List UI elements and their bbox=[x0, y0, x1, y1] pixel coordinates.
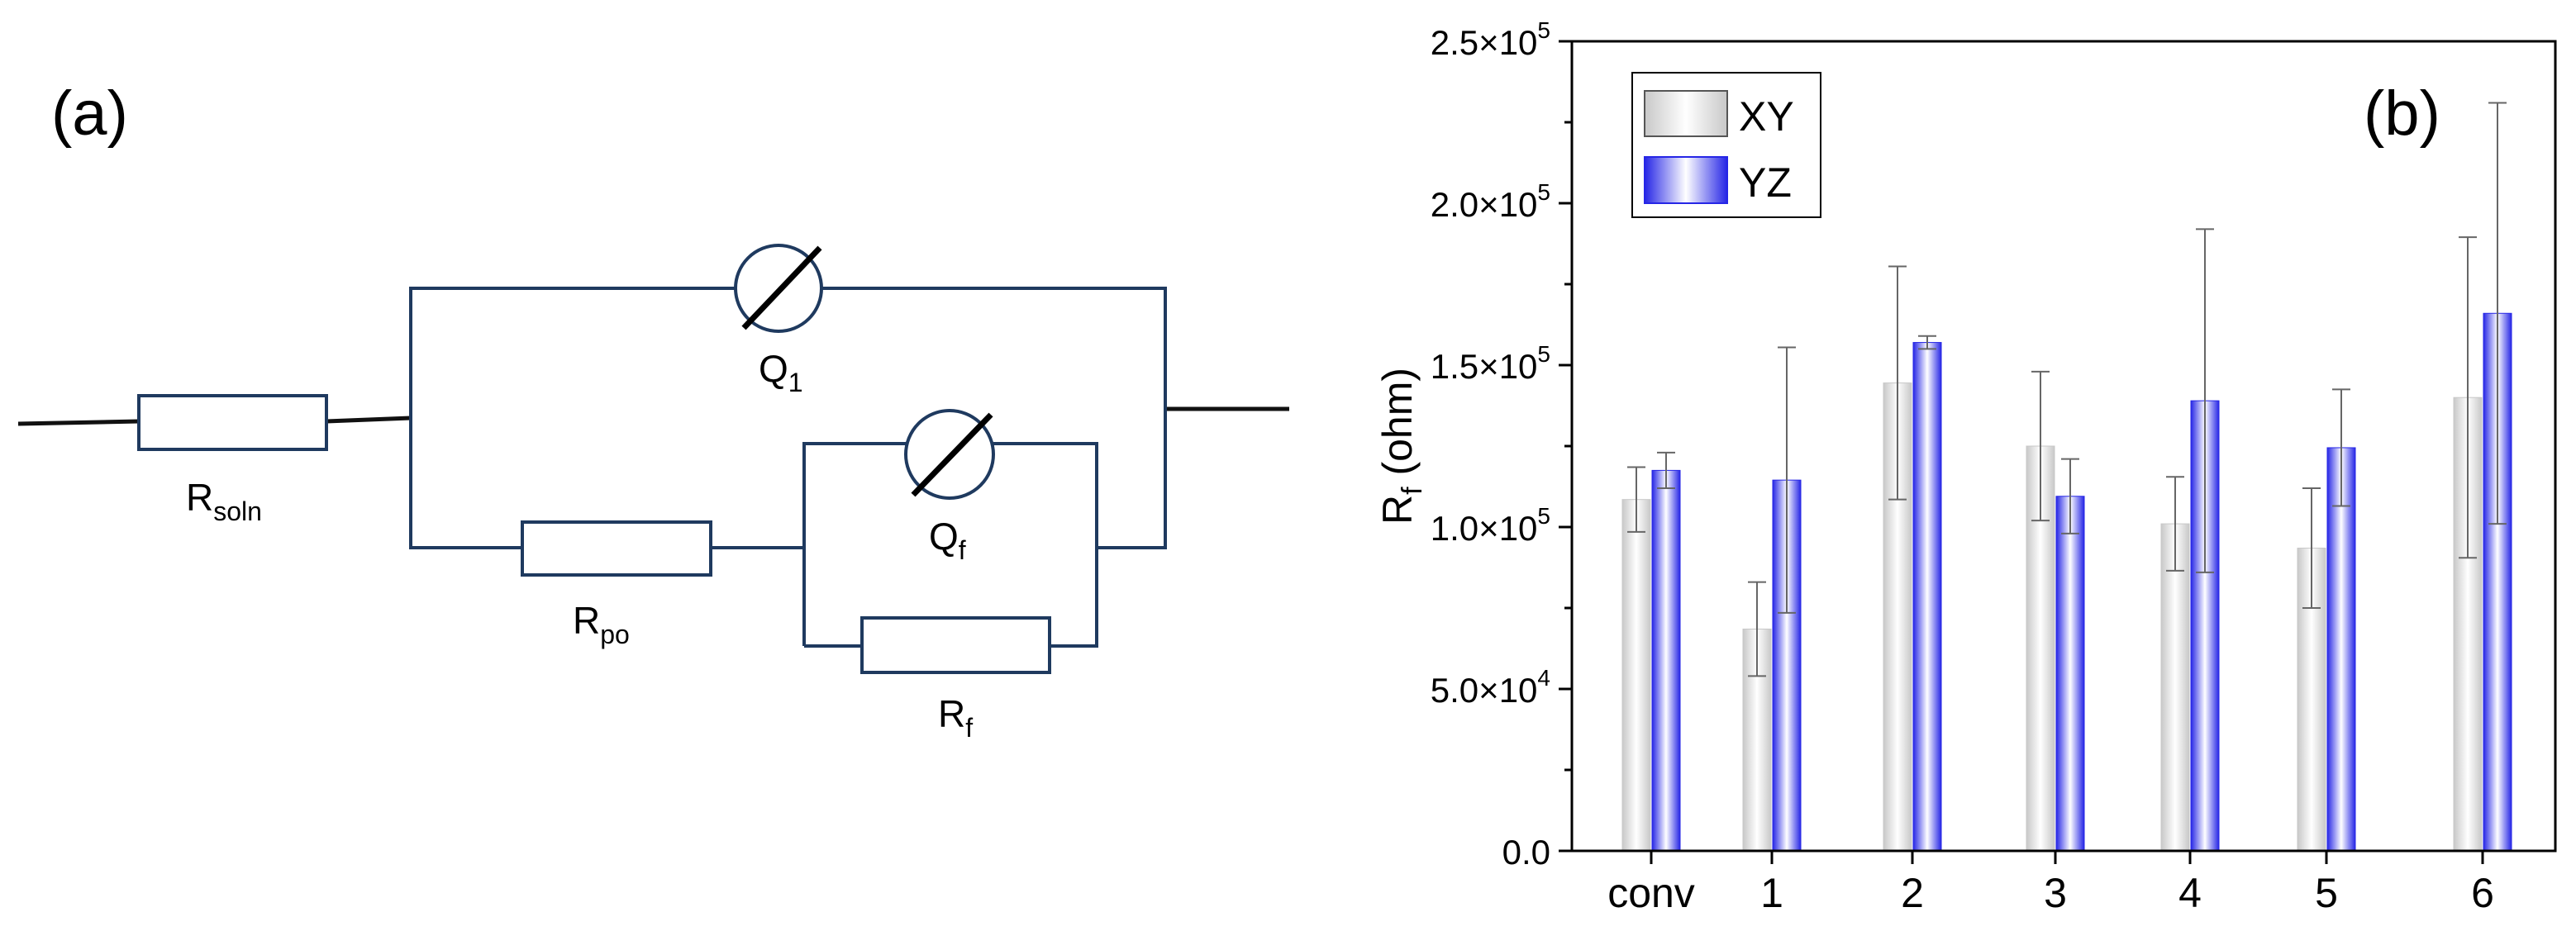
rf-sub: f bbox=[965, 713, 973, 743]
q1-main: Q bbox=[759, 347, 788, 390]
bar-xy-conv bbox=[1621, 499, 1651, 852]
r-soln-main: R bbox=[186, 476, 213, 519]
qf-label: Qf bbox=[929, 515, 966, 565]
y-tick-mantissa: 2.5×10 bbox=[1431, 23, 1538, 62]
error-bar-yz-4 bbox=[2196, 228, 2214, 573]
panel-a-tag: (a) bbox=[51, 78, 128, 149]
r-soln-label: Rsoln bbox=[186, 476, 262, 526]
y-tick-exponent: 5 bbox=[1537, 503, 1550, 529]
bar-yz-3 bbox=[2055, 496, 2085, 852]
bar-yz-2 bbox=[1912, 342, 1942, 852]
qf-main: Q bbox=[929, 515, 959, 558]
q1-label: Q1 bbox=[759, 347, 803, 397]
x-tick-label-2: 2 bbox=[1901, 870, 1924, 916]
panel-b-tag: (b) bbox=[2364, 78, 2440, 149]
y-tick-label: 2.5×105 bbox=[1431, 17, 1550, 62]
x-tick-label-5: 5 bbox=[2315, 870, 2338, 916]
error-bar-xy-6 bbox=[2459, 236, 2477, 559]
error-bar-xy-2 bbox=[1888, 265, 1907, 501]
y-tick-mantissa: 5.0×10 bbox=[1431, 671, 1538, 710]
error-bar-xy-conv bbox=[1627, 466, 1645, 533]
ylabel-sub: f bbox=[1397, 487, 1428, 495]
y-tick-label: 5.0×104 bbox=[1431, 665, 1550, 710]
q1-slash bbox=[741, 245, 822, 330]
x-tick-label-3: 3 bbox=[2044, 870, 2067, 916]
bar-xy-4 bbox=[2160, 523, 2190, 852]
x-tick-label-6: 6 bbox=[2471, 870, 2494, 916]
error-bars-layer bbox=[1627, 102, 2507, 677]
bar-yz-conv bbox=[1651, 469, 1681, 852]
x-tick-label-conv: conv bbox=[1607, 870, 1695, 916]
y-tick-label: 0.0 bbox=[1502, 833, 1550, 872]
top-branch-wire-right bbox=[822, 287, 1167, 549]
error-bar-xy-5 bbox=[2302, 487, 2321, 609]
bars-layer bbox=[1621, 312, 2512, 852]
q1-sub: 1 bbox=[788, 368, 803, 397]
legend: XY YZ bbox=[1631, 72, 1821, 218]
circuit-panel: (a) Rsoln Q1 Rpo Qf Rf bbox=[17, 78, 1289, 743]
y-axis-title: Rf (ohm) bbox=[1374, 368, 1428, 525]
y-tick-exponent: 5 bbox=[1537, 179, 1550, 205]
lead-left-wire bbox=[17, 419, 140, 426]
error-bar-xy-1 bbox=[1748, 581, 1766, 677]
r-soln-sub: soln bbox=[213, 496, 262, 526]
qf-slash bbox=[911, 412, 993, 497]
ylabel-rest: (ohm) bbox=[1374, 368, 1421, 487]
error-bar-yz-1 bbox=[1778, 346, 1796, 614]
error-bar-yz-5 bbox=[2332, 388, 2350, 507]
rf-main: R bbox=[938, 692, 965, 735]
ylabel-main: R bbox=[1374, 495, 1421, 525]
error-bar-yz-2 bbox=[1918, 335, 1936, 350]
legend-label-yz: YZ bbox=[1739, 159, 1792, 206]
error-bar-yz-conv bbox=[1657, 451, 1675, 489]
error-bar-xy-4 bbox=[2166, 476, 2184, 572]
r-po-label: Rpo bbox=[573, 599, 630, 649]
inner-network-wire bbox=[802, 442, 906, 646]
x-tick-label-1: 1 bbox=[1760, 870, 1783, 916]
y-tick-exponent: 5 bbox=[1537, 17, 1550, 43]
qf-sub: f bbox=[959, 535, 966, 565]
legend-swatch-yz bbox=[1644, 156, 1728, 204]
legend-label-xy: XY bbox=[1739, 93, 1794, 140]
x-tick-label-4: 4 bbox=[2178, 870, 2202, 916]
y-tick-exponent: 5 bbox=[1537, 341, 1550, 367]
y-tick-label: 1.0×105 bbox=[1431, 503, 1550, 548]
inner-network-wire-right bbox=[993, 442, 1098, 648]
y-tick-exponent: 4 bbox=[1537, 665, 1550, 691]
y-tick-label: 1.5×105 bbox=[1431, 341, 1550, 386]
rf-label: Rf bbox=[938, 692, 973, 743]
y-tick-mantissa: 1.5×10 bbox=[1431, 347, 1538, 386]
r-po-resistor bbox=[521, 520, 712, 577]
error-bar-yz-3 bbox=[2061, 458, 2079, 534]
bottom-branch-wire bbox=[409, 418, 522, 549]
error-bar-yz-6 bbox=[2488, 102, 2507, 525]
r-po-sub: po bbox=[600, 620, 630, 649]
bar-yz-5 bbox=[2326, 447, 2356, 852]
top-branch-wire bbox=[409, 287, 736, 418]
x-axis: conv 1 2 3 4 5 6 bbox=[1607, 851, 2494, 916]
r-soln-resistor bbox=[137, 394, 328, 451]
error-bar-xy-3 bbox=[2031, 370, 2050, 522]
legend-swatch-xy bbox=[1644, 90, 1728, 137]
y-tick-mantissa: 1.0×10 bbox=[1431, 509, 1538, 548]
y-tick-label: 2.0×105 bbox=[1431, 179, 1550, 224]
lead-mid-wire bbox=[326, 416, 412, 424]
rf-resistor bbox=[860, 616, 1051, 674]
r-po-main: R bbox=[573, 599, 600, 642]
y-tick-mantissa: 2.0×10 bbox=[1431, 185, 1538, 224]
